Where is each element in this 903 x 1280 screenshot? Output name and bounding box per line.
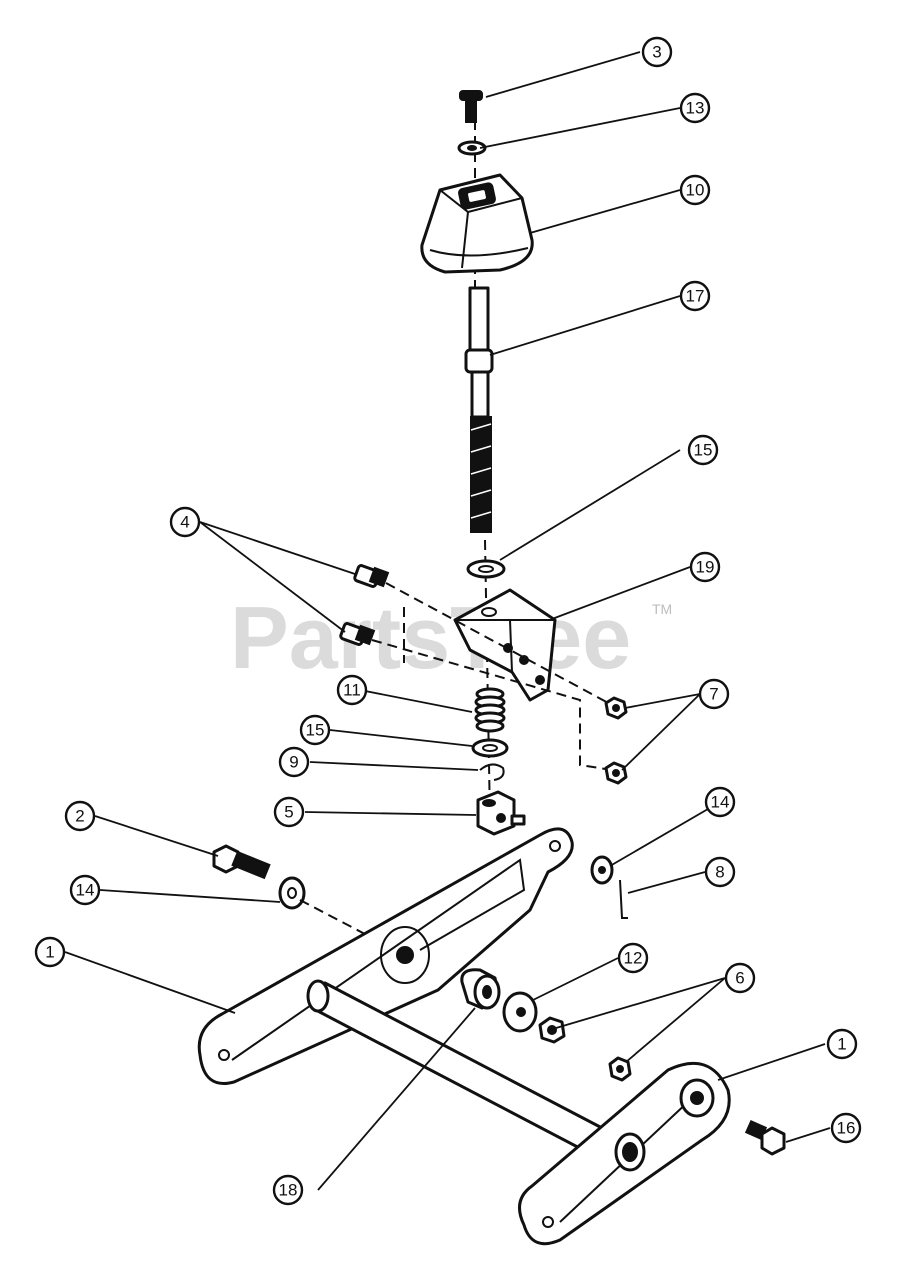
- bracket-part-19: [453, 588, 557, 702]
- bolt-part-16: [744, 1119, 786, 1156]
- callout-12: 12: [617, 942, 649, 974]
- pin-part-8: [619, 879, 628, 919]
- washer-part-14-left: [278, 876, 306, 910]
- svg-text:1: 1: [837, 1035, 846, 1054]
- watermark-trademark: TM: [652, 601, 672, 617]
- svg-text:12: 12: [624, 949, 643, 968]
- lever-arm-part-1-left: [197, 827, 574, 1085]
- nut-part-6-upper: [538, 1016, 566, 1044]
- svg-text:5: 5: [284, 803, 293, 822]
- callout-16: 16: [830, 1112, 862, 1144]
- shaft-part-17: [464, 286, 494, 533]
- nut-part-7-upper: [604, 696, 628, 720]
- callout-18: 18: [272, 1174, 304, 1206]
- svg-text:9: 9: [289, 753, 298, 772]
- callout-2: 2: [64, 800, 96, 832]
- svg-text:14: 14: [76, 881, 95, 900]
- lever-arm-part-1-right: [518, 1061, 731, 1246]
- svg-text:1: 1: [45, 943, 54, 962]
- svg-text:11: 11: [343, 681, 361, 700]
- svg-text:13: 13: [686, 99, 705, 118]
- cross-shaft: [306, 979, 627, 1167]
- spring-part-11: [474, 687, 506, 733]
- callout-4: 4: [169, 506, 201, 538]
- callout-10: 10: [679, 174, 711, 206]
- svg-text:15: 15: [306, 721, 325, 740]
- svg-text:6: 6: [735, 969, 744, 988]
- callout-7: 7: [698, 678, 730, 710]
- washer-part-14-right: [590, 855, 614, 885]
- svg-text:3: 3: [652, 43, 661, 62]
- bolt-part-4-upper: [353, 564, 390, 588]
- callout-1-left: 1: [34, 936, 66, 968]
- svg-text:14: 14: [711, 793, 730, 812]
- callout-11: 11: [336, 674, 368, 706]
- bushing-part-18: [460, 968, 501, 1010]
- washer-part-15-upper: [466, 559, 506, 579]
- washer-part-15-lower: [471, 738, 509, 758]
- svg-text:4: 4: [180, 513, 189, 532]
- svg-text:19: 19: [696, 558, 715, 577]
- callout-17: 17: [679, 280, 711, 312]
- svg-text:15: 15: [694, 441, 713, 460]
- knob-part-10: [420, 173, 534, 274]
- watermark-text: PartsTree: [230, 588, 631, 687]
- svg-text:2: 2: [75, 807, 84, 826]
- bolt-axis-lower: [371, 639, 613, 771]
- axis-line-mid: [484, 539, 491, 821]
- callout-19: 19: [689, 551, 721, 583]
- screw-part-3: [459, 90, 483, 123]
- svg-text:18: 18: [279, 1181, 298, 1200]
- nut-part-6-lower: [608, 1056, 632, 1082]
- svg-text:16: 16: [837, 1119, 856, 1138]
- callout-5: 5: [273, 796, 305, 828]
- callout-15-upper: 15: [687, 434, 719, 466]
- washer-part-12: [502, 991, 538, 1033]
- callout-15-lower: 15: [299, 714, 331, 746]
- bolt-part-4-lower: [339, 622, 376, 646]
- bolt-part-2: [212, 844, 271, 880]
- leader-lines: [64, 51, 831, 1191]
- svg-text:8: 8: [715, 863, 724, 882]
- callout-6: 6: [724, 962, 756, 994]
- callout-8: 8: [704, 856, 736, 888]
- callout-3: 3: [641, 36, 673, 68]
- bolt-axis-upper: [385, 582, 613, 706]
- clip-part-9: [479, 763, 505, 781]
- callout-9: 9: [278, 746, 310, 778]
- pivot-block-part-5: [476, 790, 526, 836]
- callout-1-right: 1: [826, 1028, 858, 1060]
- callout-14-right: 14: [704, 786, 736, 818]
- svg-text:17: 17: [686, 287, 705, 306]
- callout-13: 13: [679, 92, 711, 124]
- callout-14-left: 14: [69, 874, 101, 906]
- nut-part-7-lower: [604, 761, 628, 785]
- svg-text:7: 7: [709, 685, 718, 704]
- svg-text:10: 10: [686, 181, 705, 200]
- washer-part-13: [457, 140, 487, 156]
